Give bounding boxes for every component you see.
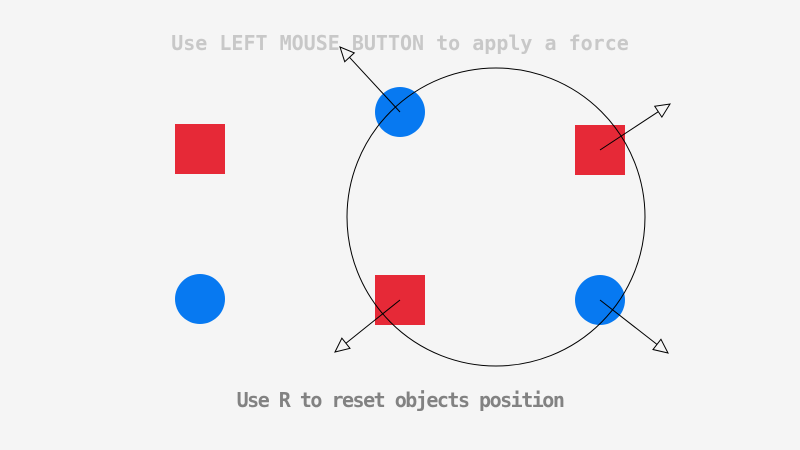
force-arrowhead-icon xyxy=(652,338,669,354)
physics-ball-bottom-left[interactable] xyxy=(175,274,225,324)
physics-box-top-left[interactable] xyxy=(175,124,225,174)
physics-ball-bottom-right[interactable] xyxy=(575,275,625,325)
physics-ball-top-middle[interactable] xyxy=(375,87,425,137)
physics-box-top-right[interactable] xyxy=(575,125,625,175)
physics-box-bottom-middle[interactable] xyxy=(375,275,425,325)
instruction-reset: Use R to reset objects position xyxy=(236,388,565,412)
force-arrowhead-icon xyxy=(653,103,671,119)
force-arrowhead-icon xyxy=(334,337,351,353)
instruction-apply-force: Use LEFT MOUSE BUTTON to apply a force xyxy=(171,31,629,55)
